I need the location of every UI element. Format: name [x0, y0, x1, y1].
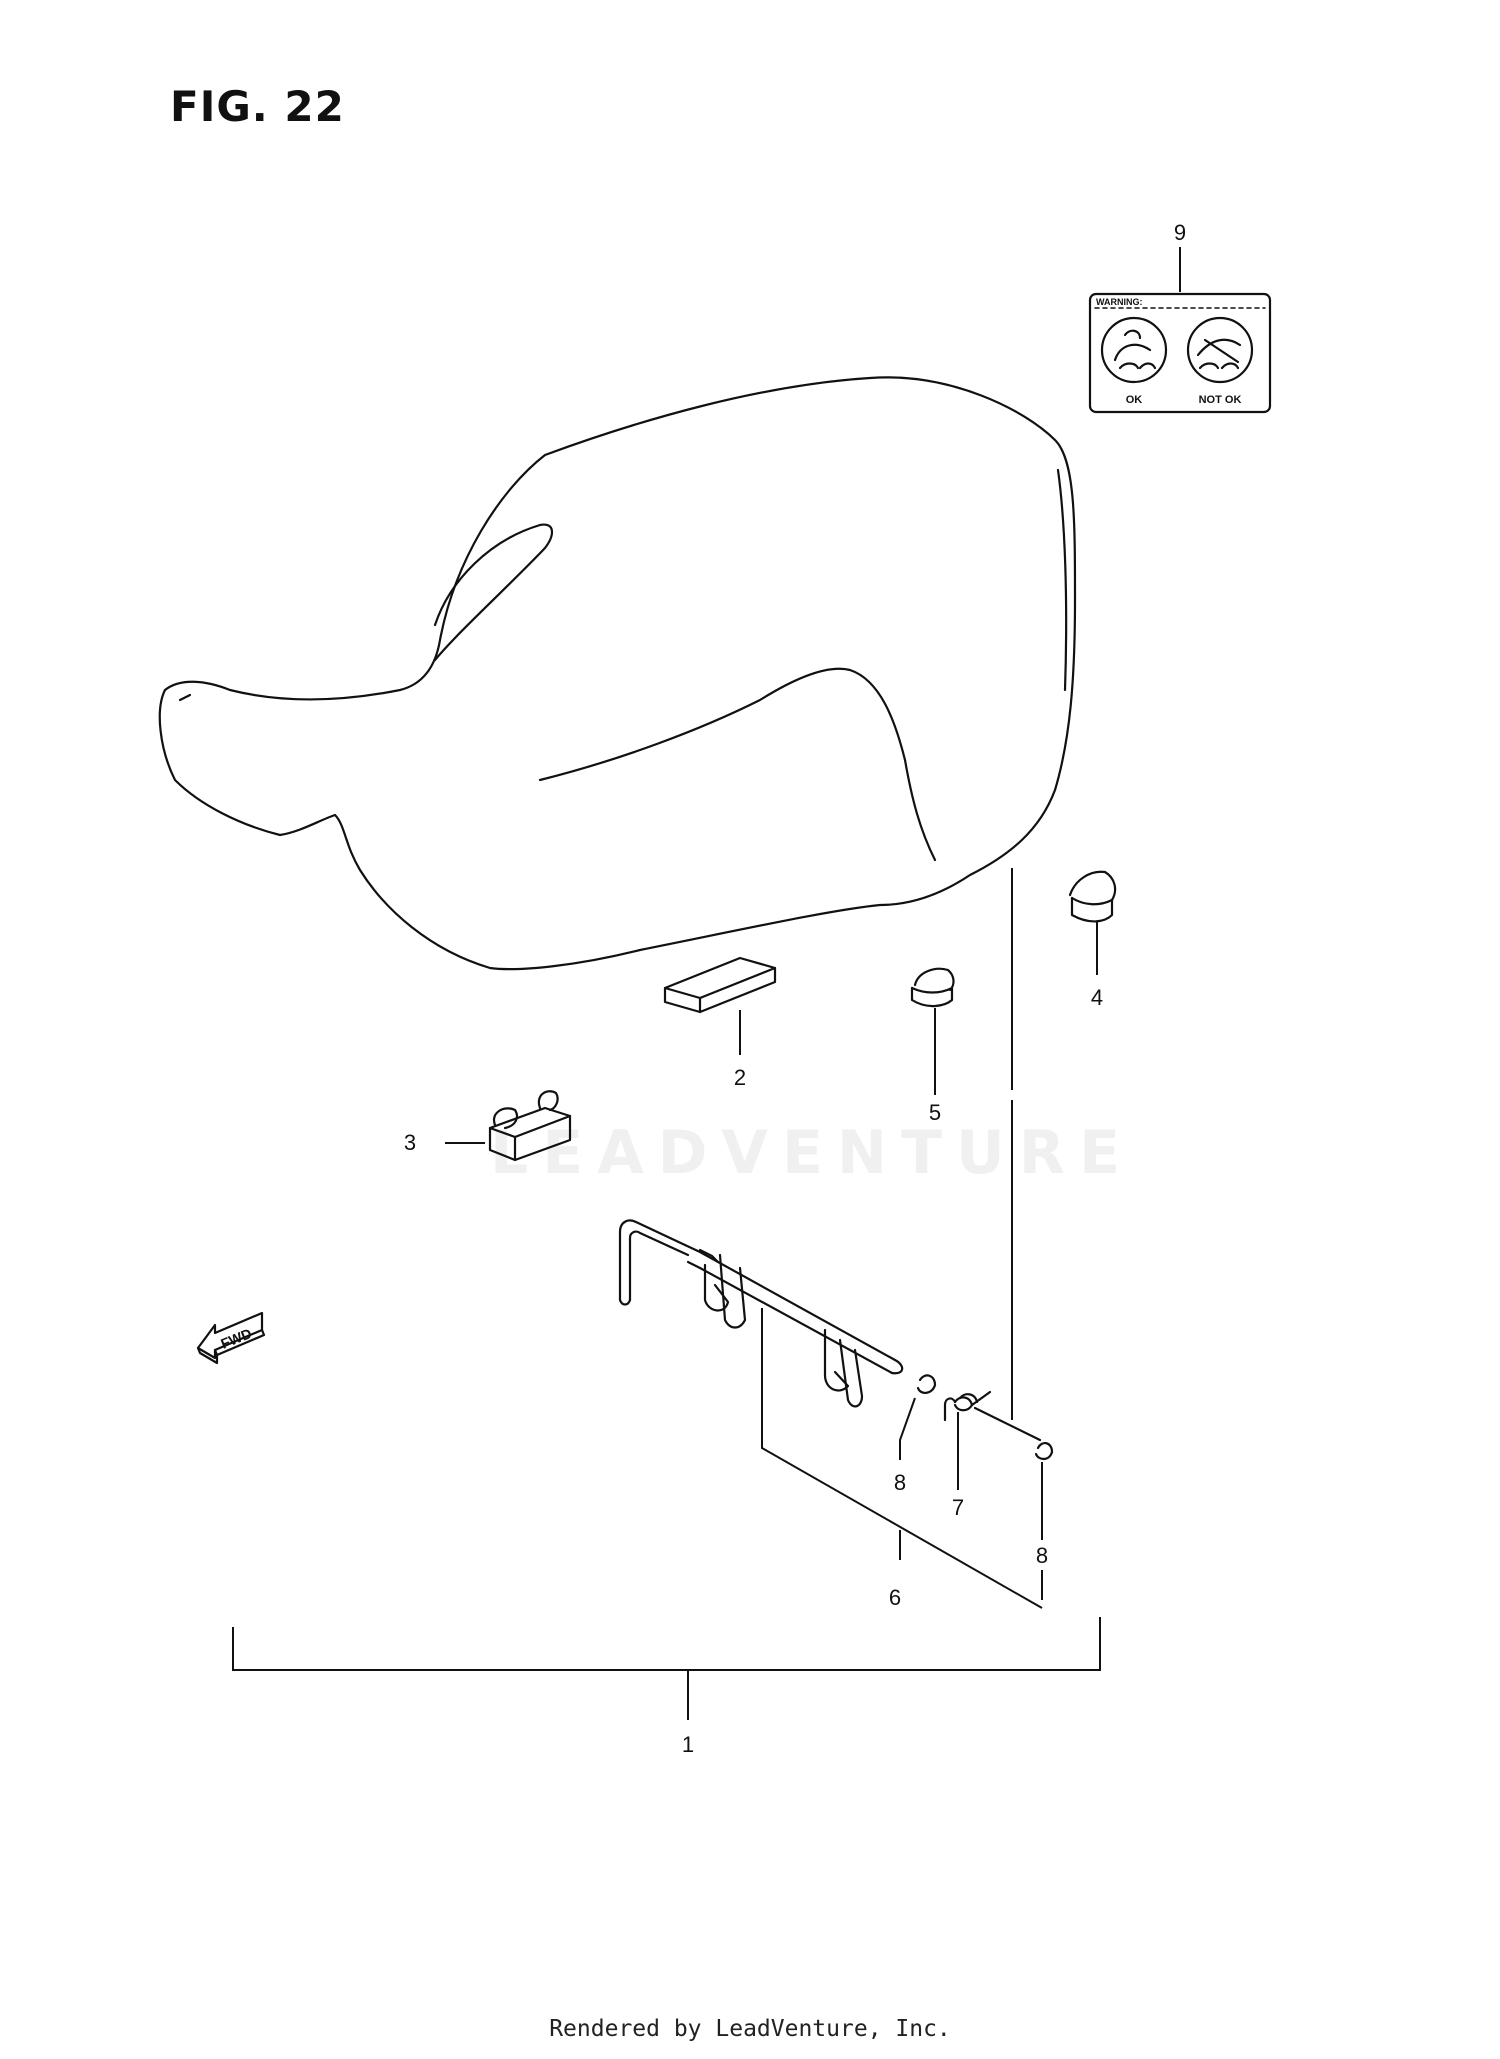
callout-1: 1 [682, 1732, 694, 1757]
seat-part [158, 376, 1077, 971]
warning-label-part [1088, 292, 1272, 414]
figure-title: FIG. 22 [170, 82, 345, 131]
pad-part [663, 956, 777, 1014]
bracket-part [488, 1090, 572, 1162]
spring-part [943, 1390, 1042, 1442]
clip-part-8-left [916, 1374, 937, 1394]
callout-5: 5 [929, 1100, 941, 1125]
callout-8-left: 8 [894, 1470, 906, 1495]
callout-4: 4 [1091, 985, 1103, 1010]
callout-9: 9 [1174, 220, 1186, 245]
callout-8-right: 8 [1036, 1543, 1048, 1568]
callout-2: 2 [734, 1065, 746, 1090]
clip-part-8-right [1034, 1442, 1054, 1461]
cushion-part-5 [910, 967, 955, 1008]
fwd-arrow-icon [196, 1311, 266, 1365]
warning-ok: OK [1126, 394, 1143, 406]
warning-label-text: WARNING: OK NOT OK [1096, 297, 1241, 406]
callout-labels: 1 2 3 4 5 6 7 8 8 9 [404, 220, 1186, 1757]
warning-not-ok: NOT OK [1199, 394, 1242, 406]
callout-3: 3 [404, 1130, 416, 1155]
watermark-text: LEADVENTURE [490, 1118, 1134, 1188]
footer-credit: Rendered by LeadVenture, Inc. [549, 2016, 951, 2042]
callout-7: 7 [952, 1495, 964, 1520]
lock-rod-part [618, 1219, 904, 1408]
leader-lines [232, 247, 1181, 1720]
callout-6: 6 [889, 1585, 901, 1610]
warning-heading: WARNING: [1096, 297, 1143, 307]
cushion-part-4 [1068, 870, 1117, 923]
